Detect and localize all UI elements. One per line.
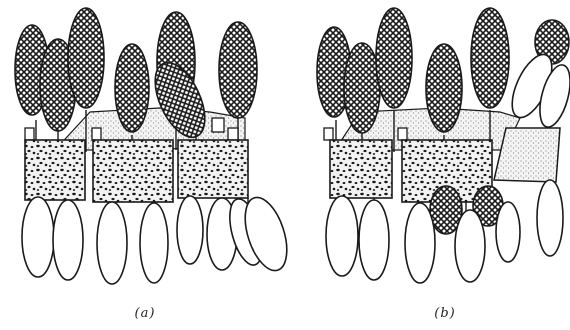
panel-b — [317, 8, 570, 283]
panel-a — [15, 8, 295, 284]
tilted-stippled-block — [494, 128, 560, 182]
blotched-blocks — [330, 140, 492, 202]
panel-b-label: (b) — [415, 306, 475, 321]
panel-a-label: (a) — [115, 306, 175, 321]
blotched-blocks — [25, 140, 248, 202]
open-lobes — [22, 192, 295, 284]
